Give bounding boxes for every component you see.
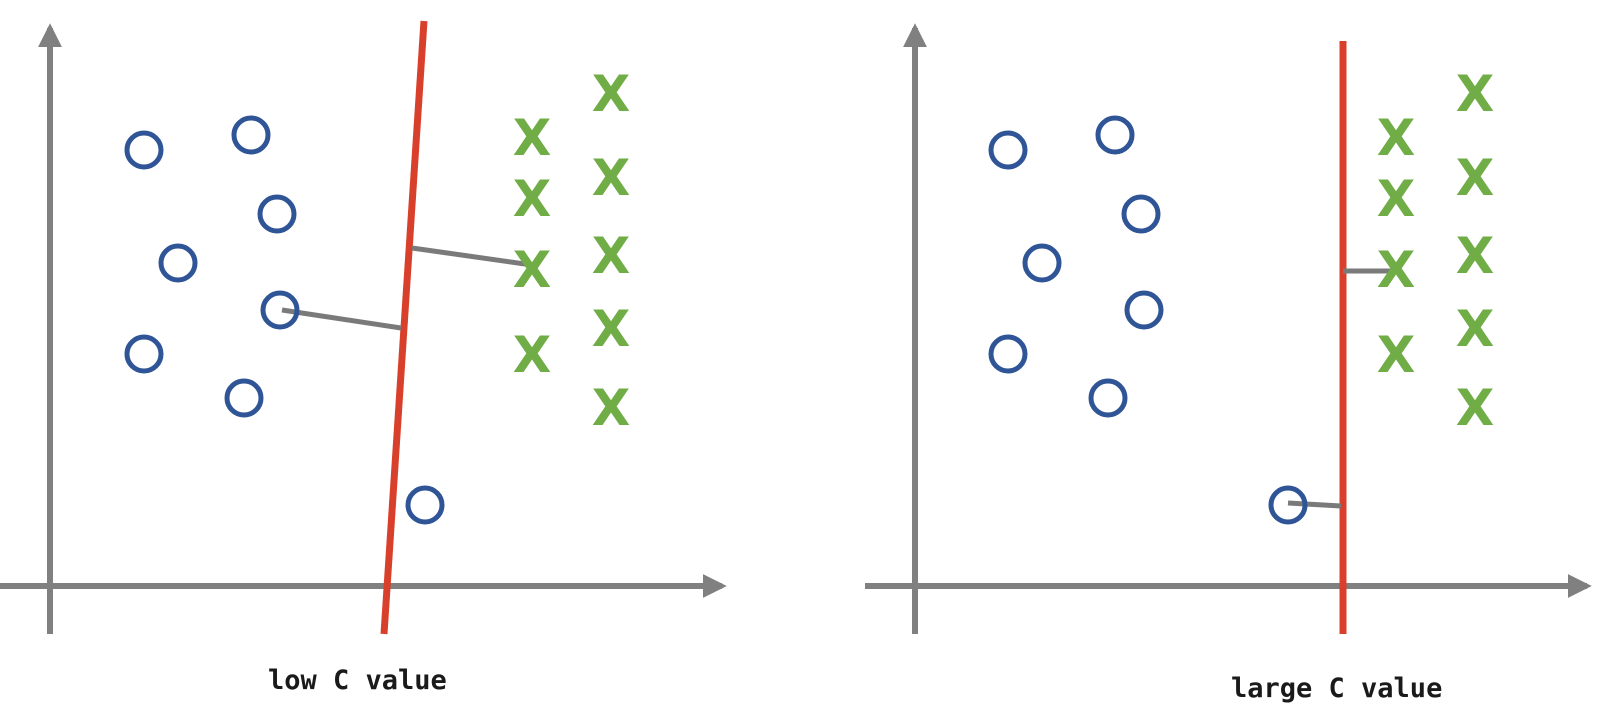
- cross-point: X: [1456, 149, 1495, 207]
- circle-point: [1022, 243, 1062, 283]
- distance-line-cross: [411, 245, 533, 268]
- panel-large-c: X X X X X X X X X: [865, 23, 1592, 634]
- cross-point: X: [513, 326, 552, 384]
- cross-point: X: [1456, 300, 1495, 358]
- cross-point: X: [592, 149, 631, 207]
- circle-point: [988, 334, 1028, 374]
- circle-point: [260, 290, 300, 330]
- cross-point: X: [592, 227, 631, 285]
- cross-class-points: X X X X X X X X X: [1377, 65, 1495, 437]
- cross-point: X: [513, 170, 552, 228]
- circle-point-outlier: [405, 485, 445, 525]
- circle-point-outlier: [1268, 485, 1308, 525]
- caption-low-c: low C value: [268, 665, 447, 696]
- cross-point: X: [513, 241, 552, 299]
- decision-boundary: [380, 20, 428, 635]
- circle-class-points: [988, 115, 1308, 525]
- circle-class-points: [124, 115, 445, 525]
- circle-point: [1088, 378, 1128, 418]
- distance-line-circle: [1287, 500, 1342, 509]
- cross-point: X: [1456, 379, 1495, 437]
- distance-line-circle: [281, 307, 402, 331]
- cross-point: X: [592, 300, 631, 358]
- panel-low-c: X X X X X X X X X: [0, 20, 727, 635]
- circle-point: [1124, 290, 1164, 330]
- cross-point: X: [592, 65, 631, 123]
- circle-point: [1095, 115, 1135, 155]
- circle-point: [224, 378, 264, 418]
- cross-point: X: [1377, 109, 1416, 167]
- circle-point: [257, 194, 297, 234]
- caption-large-c: large C value: [1231, 673, 1443, 704]
- cross-point: X: [1456, 65, 1495, 123]
- circle-point: [124, 130, 164, 170]
- cross-point: X: [592, 379, 631, 437]
- circle-point: [158, 243, 198, 283]
- cross-point: X: [1377, 170, 1416, 228]
- cross-point: X: [1377, 326, 1416, 384]
- circle-point: [988, 130, 1028, 170]
- circle-point: [1121, 194, 1161, 234]
- circle-point: [231, 115, 271, 155]
- circle-point: [124, 334, 164, 374]
- cross-point: X: [1456, 227, 1495, 285]
- cross-class-points: X X X X X X X X X: [513, 65, 631, 437]
- cross-point: X: [513, 109, 552, 167]
- cross-point: X: [1377, 241, 1416, 299]
